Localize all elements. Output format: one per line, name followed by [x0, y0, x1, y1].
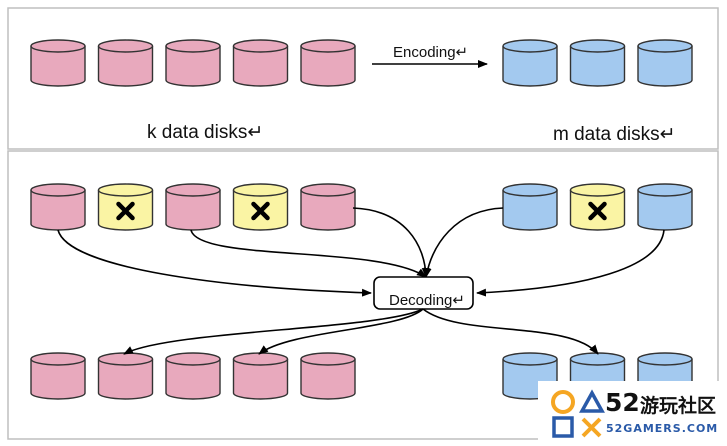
parity-disk-middle-parity-1: [502, 183, 558, 231]
data-disk-middle-data-3: [165, 183, 221, 231]
data-disk-top-data-3: [165, 39, 221, 87]
curve-decoder-to-disk4: [258, 308, 424, 355]
watermark-logo-icon: [551, 389, 605, 438]
curve-disk3-to-decoder: [190, 229, 427, 278]
data-disk-bottom-data-3: [165, 352, 221, 400]
decoding-label: Decoding↵: [389, 292, 465, 309]
watermark-brand-name: 游玩社区: [640, 394, 716, 417]
data-disk-bottom-data-2: [97, 352, 154, 400]
k-data-disks-label: k data disks↵: [147, 122, 263, 143]
data-disk-bottom-data-1: [30, 352, 86, 400]
data-disk-top-data-5: [300, 39, 356, 87]
curve-disk5-to-decoder: [352, 207, 430, 278]
failed-disk-middle-data-2: [97, 183, 154, 231]
encoding-panel: [7, 7, 719, 150]
decoding-panel: [7, 150, 719, 440]
curve-parity1-to-decoder: [423, 207, 504, 278]
curve-parity3-to-decoder: [476, 229, 665, 297]
watermark-url: 52GAMERS.COM: [606, 422, 718, 435]
failed-disk-middle-parity-2: [569, 183, 626, 231]
data-disk-top-data-1: [30, 39, 86, 87]
x-mark-icon: [588, 201, 607, 221]
data-disk-bottom-data-5: [300, 352, 356, 400]
data-disk-bottom-data-4: [232, 352, 289, 400]
parity-disk-top-parity-1: [502, 39, 558, 87]
curve-decoder-to-disk2: [123, 308, 424, 355]
data-disk-top-data-2: [97, 39, 154, 87]
failed-disk-middle-data-4: [232, 183, 289, 231]
data-disk-middle-data-1: [30, 183, 86, 231]
data-disk-middle-data-5: [300, 183, 356, 231]
parity-disk-top-parity-2: [569, 39, 626, 87]
m-data-disks-label: m data disks↵: [553, 124, 676, 145]
input-curves: [57, 207, 665, 297]
parity-disk-top-parity-3: [637, 39, 693, 87]
watermark-number: 52: [605, 388, 640, 417]
watermark: 52 游玩社区 52GAMERS.COM: [538, 381, 727, 446]
x-mark-icon: [116, 201, 135, 221]
disk-layer: [30, 39, 693, 400]
output-curves: [123, 308, 599, 355]
encoding-label: Encoding↵: [393, 44, 468, 61]
curve-decoder-to-parity2: [422, 308, 599, 355]
curve-disk1-to-decoder: [57, 229, 372, 297]
parity-disk-middle-parity-3: [637, 183, 693, 231]
x-mark-icon: [251, 201, 270, 221]
data-disk-top-data-4: [232, 39, 289, 87]
